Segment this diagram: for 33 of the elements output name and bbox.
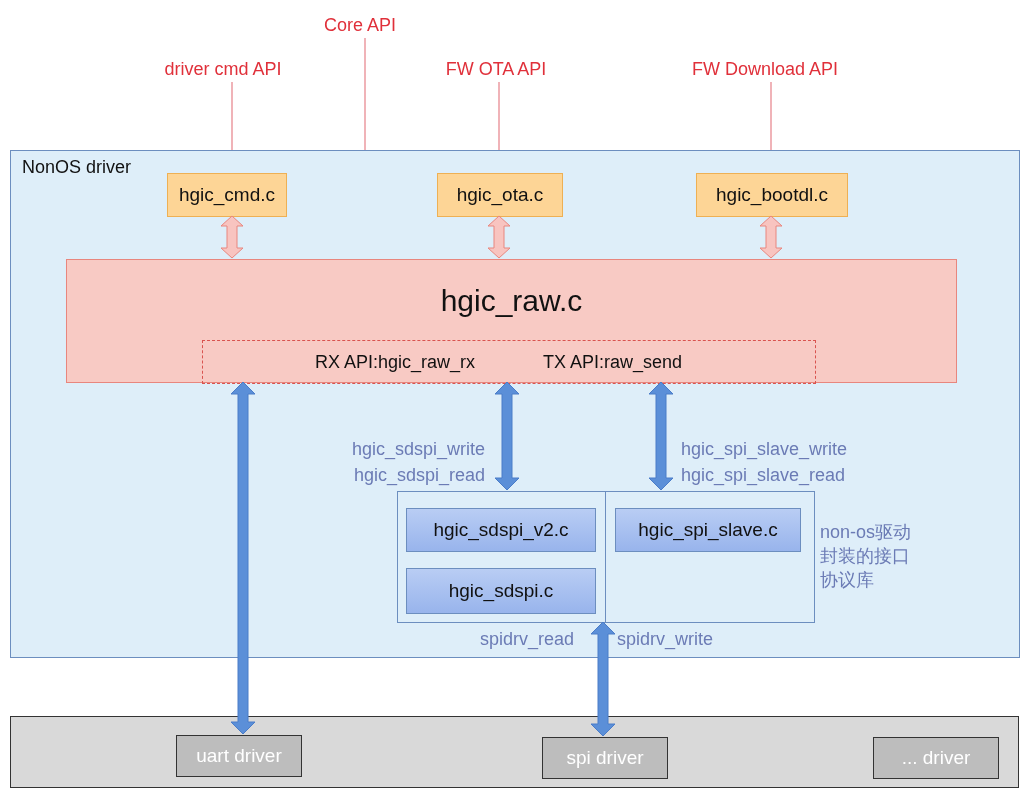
api-name: TX API:raw_send [543,352,683,373]
api-label: FW Download API [674,56,856,82]
double-arrow [494,381,520,491]
module-title: hgic_raw.c [439,284,584,318]
api-name: RX API:hgic_raw_rx [315,352,476,373]
edge-label: hgic_spi_slave_write hgic_spi_slave_read [681,438,849,488]
double-arrow [487,215,511,259]
function-label: spidrv_read [480,629,575,650]
edge-label: hgic_sdspi_write hgic_sdspi_read [350,438,485,488]
driver-layer-band [10,716,1019,788]
driver-box: spi driver [542,737,668,779]
double-arrow [759,215,783,259]
source-file-box: hgic_sdspi_v2.c [406,508,596,552]
library-note: non-os驱动封装的接口协议库 [820,521,913,592]
api-box [202,340,816,384]
double-arrow [230,381,256,735]
double-arrow [590,621,616,737]
double-arrow [220,215,244,259]
function-label: spidrv_write [617,629,714,650]
api-label: Core API [312,12,408,38]
driver-box: uart driver [176,735,302,777]
driver-panel [10,150,1020,658]
panel-title: NonOS driver [22,157,132,178]
driver-box: ... driver [873,737,999,779]
source-file-box: hgic_bootdl.c [696,173,848,217]
source-file-box: hgic_spi_slave.c [615,508,801,552]
source-file-box: hgic_cmd.c [167,173,287,217]
api-label: driver cmd API [150,56,296,82]
double-arrow [648,381,674,491]
source-file-box: hgic_ota.c [437,173,563,217]
core-module-box [66,259,957,383]
source-file-box: hgic_sdspi.c [406,568,596,614]
api-label: FW OTA API [432,56,560,82]
